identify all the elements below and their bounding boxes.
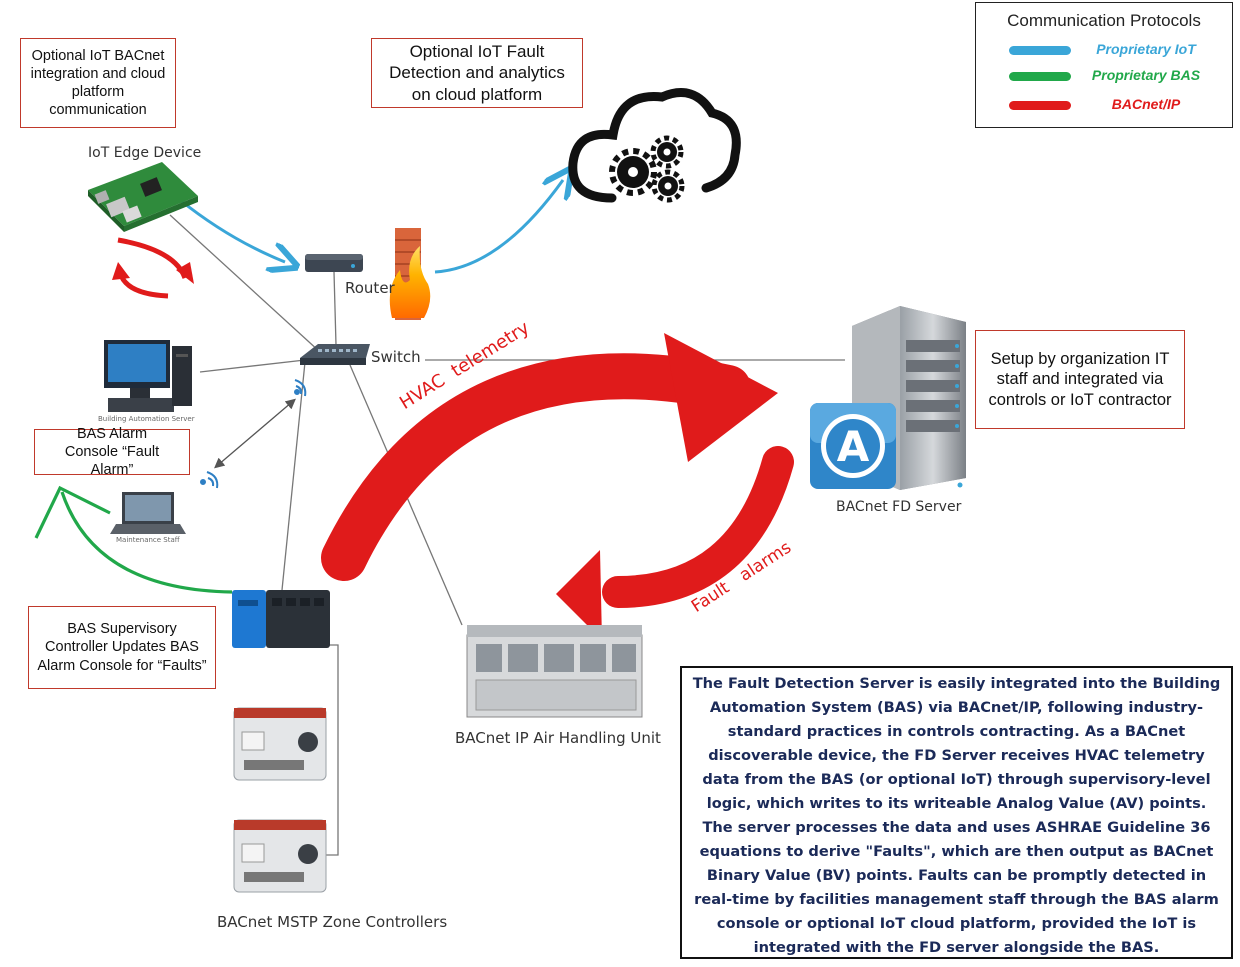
firewall-icon	[389, 228, 431, 320]
wifi-icon	[200, 471, 219, 489]
air-handling-unit-icon	[466, 625, 643, 718]
label-zone-controllers: BACnet MSTP Zone Controllers	[217, 913, 448, 931]
gear-icon	[650, 135, 684, 169]
cloud-icon	[568, 88, 741, 203]
summary-text: The Fault Detection Server is easily int…	[680, 666, 1233, 959]
iot-edge-device-icon	[88, 162, 198, 232]
iot-sync-arrowhead-2	[112, 262, 130, 280]
legend-item-proprietary-iot: Proprietary IoT	[976, 40, 1232, 62]
zone-controller-icon	[233, 819, 327, 893]
iot-arrow-to-router	[179, 198, 285, 262]
supervisory-controller-icon	[232, 590, 330, 648]
zone-controller-icon	[233, 707, 327, 781]
iot-arrow-to-cloud	[434, 180, 563, 274]
legend-label-proprietary-bas: Proprietary BAS	[1091, 67, 1201, 83]
label-ahu: BACnet IP Air Handling Unit	[455, 729, 661, 747]
bacnet-logo-icon: A	[810, 403, 896, 489]
bas-green-arrow	[60, 491, 233, 594]
legend-item-proprietary-bas: Proprietary BAS	[976, 66, 1232, 88]
legend-swatch-proprietary-iot	[1009, 46, 1071, 55]
label-bas-server: Building Automation Server	[98, 415, 195, 423]
gear-icon	[609, 148, 657, 196]
label-fd-server: BACnet FD Server	[836, 499, 962, 515]
legend-label-bacnet-ip: BACnet/IP	[1111, 96, 1181, 112]
svg-text:A: A	[837, 422, 870, 471]
wireless-link	[214, 398, 296, 469]
legend-swatch-bacnet-ip	[1009, 101, 1071, 110]
legend-title: Communication Protocols	[1007, 11, 1201, 30]
label-switch: Switch	[371, 348, 421, 366]
gear-icon	[651, 169, 685, 203]
label-router: Router	[345, 279, 395, 297]
note-iot-fault: Optional IoT Fault Detection and analyti…	[371, 38, 583, 108]
fault-arrow	[602, 446, 794, 608]
note-setup: Setup by organization IT staff and integ…	[975, 330, 1185, 429]
legend: Communication Protocols Proprietary IoT …	[975, 2, 1233, 128]
iot-sync-arrow-1	[117, 237, 188, 279]
fault-arrowhead	[556, 550, 602, 640]
note-supervisory: BAS Supervisory Controller Updates BAS A…	[28, 606, 216, 689]
legend-swatch-proprietary-bas	[1009, 72, 1071, 81]
note-alarm-console: BAS Alarm Console “Fault Alarm”	[34, 426, 190, 478]
label-iot-edge: IoT Edge Device	[88, 145, 202, 161]
bas-green-arrowhead	[34, 485, 111, 539]
iot-sync-arrowhead-1	[176, 262, 194, 284]
telemetry-arrowhead	[664, 333, 778, 462]
router-icon	[305, 254, 363, 272]
legend-label-proprietary-iot: Proprietary IoT	[1096, 41, 1196, 57]
legend-item-bacnet-ip: BACnet/IP	[976, 95, 1232, 117]
wifi-icon	[294, 379, 307, 397]
label-maintenance: Maintenance Staff	[116, 536, 180, 544]
laptop-icon	[110, 492, 186, 534]
telemetry-arrow	[321, 353, 751, 581]
note-iot-bacnet: Optional IoT BACnet integration and clou…	[20, 38, 176, 128]
workstation-icon	[104, 340, 192, 412]
switch-icon	[300, 344, 370, 365]
